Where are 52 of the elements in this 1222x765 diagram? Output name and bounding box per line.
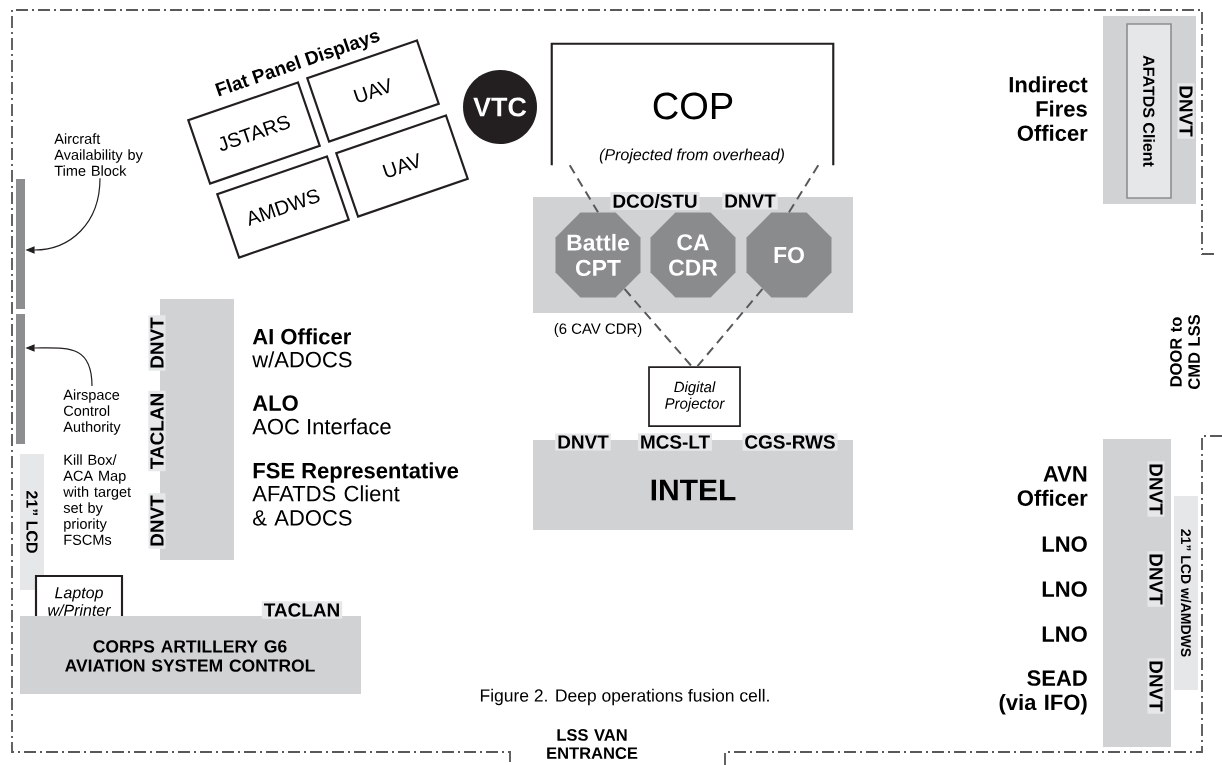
role-title: Indirect Fires Officer — [1009, 76, 1088, 141]
port-label: TACLAN — [148, 390, 166, 472]
note-text: Aircraft Availability by Time Block — [54, 133, 143, 176]
section-title: CORPS ARTILLERY G6 AVIATION SYSTEM CONTROL — [65, 640, 315, 672]
port-label: DNVT — [1147, 551, 1165, 607]
monitor-panel: AFATDS Client — [1126, 23, 1172, 199]
section-band — [20, 601, 361, 694]
entrance-label: LSS VAN ENTRANCE — [547, 729, 638, 759]
role-title: LNO — [1042, 581, 1087, 597]
port-label: DNVT — [148, 493, 166, 549]
role-detail: w/ADOCS — [252, 351, 352, 368]
role-title: AI Officer — [252, 328, 351, 345]
role-title: LNO — [1042, 626, 1087, 642]
dashed-line — [568, 164, 599, 214]
role-detail: AFATDS Client & ADOCS — [252, 485, 400, 526]
role-title: LNO — [1042, 536, 1087, 552]
dashed-line — [788, 164, 820, 214]
note-text: Kill Box/ ACA Map with target set by priority FSCMs — [63, 454, 131, 545]
dashed-line — [696, 287, 764, 368]
projection-screen — [550, 42, 835, 166]
port-label: DNVT — [148, 315, 166, 371]
port-label: DNVT — [555, 433, 611, 451]
note-text: Airspace Control Authority — [63, 389, 121, 435]
section-band — [533, 433, 853, 530]
role-detail: AOC Interface — [252, 418, 391, 435]
port-label: CGS-RWS — [742, 433, 838, 451]
role-title: ALO — [252, 395, 298, 411]
port-label: DCO/STU — [610, 191, 700, 211]
octagon: Battle CPT — [555, 212, 641, 298]
octagon: CA CDR — [650, 212, 736, 298]
dashed-line — [623, 287, 693, 368]
note-text: (6 CAV CDR) — [554, 323, 642, 337]
port-label: MCS-LT — [637, 433, 713, 451]
wall-display-bar — [16, 314, 25, 444]
role-title: SEAD (via IFO) — [999, 670, 1087, 715]
port-label: DNVT — [722, 192, 778, 210]
monitor-panel: 21” LCD — [20, 454, 44, 590]
octagon: FO — [746, 212, 832, 298]
port-label: DNVT — [1147, 461, 1165, 517]
role-title: AVN Officer — [1017, 466, 1088, 506]
monitor-panel: 21” LCD w/AMDWS — [1174, 496, 1198, 690]
section-title: INTEL — [651, 479, 736, 501]
port-label: DNVT — [1147, 658, 1165, 714]
caption: Figure 2. Deep operations fusion cell. — [480, 688, 769, 706]
screen-title: COP — [653, 92, 733, 120]
port-label: TACLAN — [261, 601, 343, 619]
screen-subtitle: (Projected from overhead) — [599, 148, 784, 164]
role-title: FSE Representative — [253, 462, 459, 483]
projector-box: Digital Projector — [648, 366, 741, 427]
door-label: DOOR to CMD LSS — [1170, 315, 1200, 389]
wall-display-bar — [16, 179, 25, 309]
port-label: DNVT — [1177, 83, 1195, 139]
